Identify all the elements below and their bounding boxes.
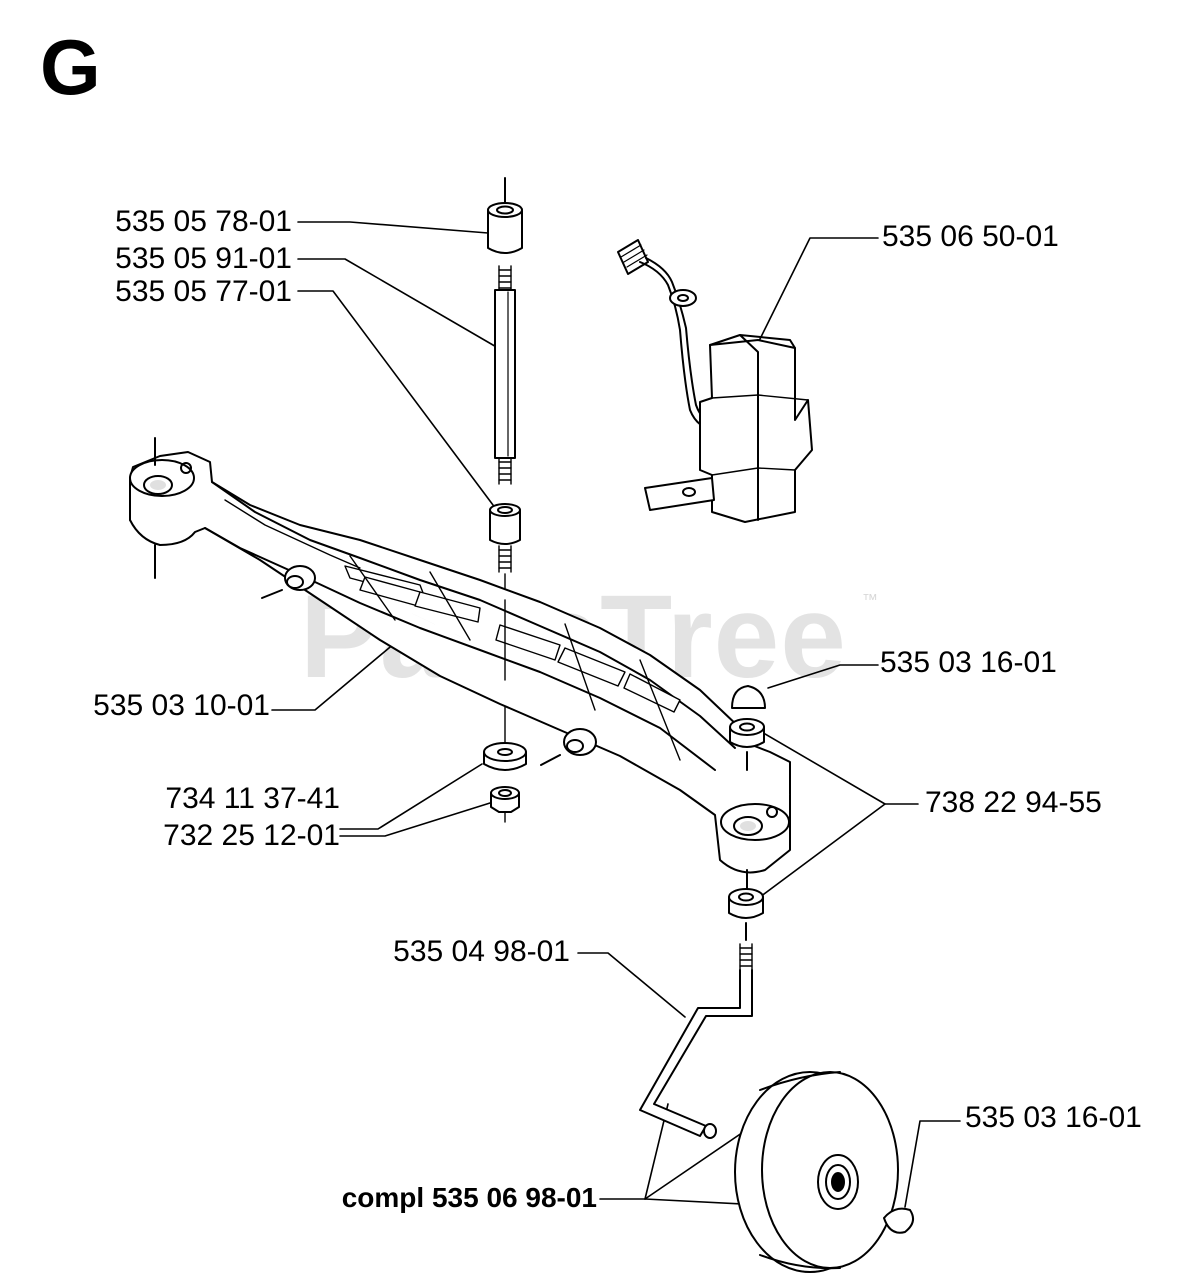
main-arm	[129, 437, 791, 874]
part-label-535-03-16-01-wheel-cap: 535 03 16-01	[965, 1101, 1142, 1134]
part-label-732-25-12-01: 732 25 12-01	[163, 819, 340, 852]
part-label-734-11-37-41: 734 11 37-41	[165, 782, 340, 815]
part-label-compl-535-06-98-01: compl 535 06 98-01	[341, 1182, 597, 1213]
wheel	[734, 1071, 915, 1273]
pin-assembly	[483, 177, 527, 823]
part-label-535-05-78-01: 535 05 78-01	[115, 205, 292, 238]
section-letter: G	[40, 23, 101, 111]
part-label-535-06-50-01: 535 06 50-01	[882, 220, 1059, 253]
part-label-535-05-91-01: 535 05 91-01	[115, 242, 292, 275]
part-label-535-03-10-01: 535 03 10-01	[93, 689, 270, 722]
watermark-trademark: ™	[862, 592, 878, 609]
cap-and-bearings	[728, 685, 766, 941]
part-label-535-03-16-01-cap: 535 03 16-01	[880, 646, 1057, 679]
part-label-738-22-94-55: 738 22 94-55	[925, 786, 1102, 819]
leader-lines	[271, 221, 961, 1213]
part-label-535-05-77-01: 535 05 77-01	[115, 275, 292, 308]
caster-axle	[639, 943, 753, 1139]
sensor-switch	[617, 239, 813, 523]
part-label-535-04-98-01: 535 04 98-01	[393, 935, 570, 968]
